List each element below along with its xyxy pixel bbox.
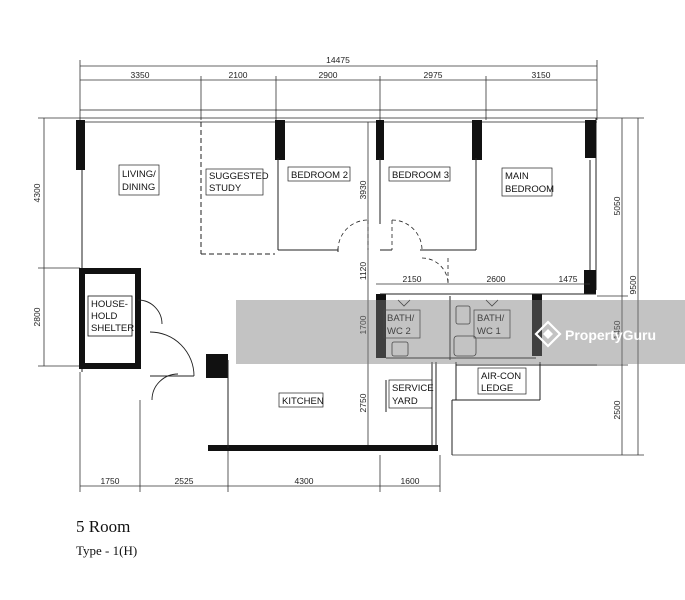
dim-top-5: 3150 bbox=[532, 70, 551, 80]
kitchen-label-box bbox=[278, 392, 324, 408]
right-dimensions bbox=[452, 117, 644, 456]
dim-inner-3930: 3930 bbox=[358, 180, 368, 199]
entrance-door bbox=[137, 299, 195, 401]
dim-left-2: 2800 bbox=[32, 307, 42, 326]
dim-inner-2750: 2750 bbox=[358, 393, 368, 412]
bath1-label-1: BATH/ bbox=[477, 313, 505, 324]
kitchen-label: KITCHEN bbox=[282, 396, 324, 407]
main-bedroom-label-1: MAIN bbox=[505, 171, 529, 182]
bath1-label-box bbox=[473, 309, 511, 339]
top-dimensions bbox=[79, 60, 598, 120]
main-bedroom-label-2: BEDROOM bbox=[505, 184, 554, 195]
dim-right-2: 9500 bbox=[628, 275, 638, 294]
dim-bottom-4: 1600 bbox=[401, 476, 420, 486]
plan-subtitle: Type - 1(H) bbox=[76, 543, 138, 558]
living-label-1: LIVING/ bbox=[122, 169, 156, 180]
shelter-label-2: HOLD bbox=[91, 311, 118, 322]
living-label-box bbox=[118, 164, 160, 196]
dim-top-3: 2900 bbox=[319, 70, 338, 80]
dim-inner-2150: 2150 bbox=[403, 274, 422, 284]
bath-fixtures bbox=[391, 299, 499, 357]
inner-dimensions bbox=[367, 122, 590, 445]
dim-inner-1700: 1700 bbox=[358, 315, 368, 334]
service-yard-label-2: YARD bbox=[392, 396, 418, 407]
study-dashed-partition bbox=[200, 122, 275, 255]
bath2-label-1: BATH/ bbox=[387, 313, 415, 324]
service-yard-label-box bbox=[388, 379, 433, 409]
service-yard-label-1: SERVICE bbox=[392, 383, 434, 394]
left-dimensions bbox=[38, 117, 80, 367]
plan-title: 5 Room bbox=[76, 517, 131, 536]
bath1-label-2: WC 1 bbox=[477, 326, 501, 337]
aircon-ledge-label-box bbox=[477, 367, 527, 395]
dim-bottom-2: 2525 bbox=[175, 476, 194, 486]
dim-right-4: 2500 bbox=[612, 400, 622, 419]
shelter-label-3: SHELTER bbox=[91, 323, 134, 334]
living-label-2: DINING bbox=[122, 182, 155, 193]
shelter-label-1: HOUSE- bbox=[91, 299, 128, 310]
bedroom3-label: BEDROOM 3 bbox=[392, 170, 449, 181]
door-swings bbox=[337, 219, 449, 285]
bedroom3-label-box bbox=[388, 166, 451, 182]
dim-top-total: 14475 bbox=[326, 55, 350, 65]
wall-posts bbox=[76, 120, 596, 451]
dim-top-1: 3350 bbox=[131, 70, 150, 80]
dim-bottom-1: 1750 bbox=[101, 476, 120, 486]
aircon-ledge-label-1: AIR-CON bbox=[481, 371, 521, 382]
study-label-1: SUGGESTED bbox=[209, 171, 269, 182]
study-label-2: STUDY bbox=[209, 183, 242, 194]
dim-inner-1120: 1120 bbox=[358, 262, 368, 281]
internal-walls bbox=[227, 158, 597, 455]
dim-left-1: 4300 bbox=[32, 183, 42, 202]
study-label-box bbox=[205, 168, 264, 196]
dim-bottom-3: 4300 bbox=[295, 476, 314, 486]
propertyguru-logo-icon bbox=[534, 320, 562, 348]
bedroom2-label: BEDROOM 2 bbox=[291, 170, 348, 181]
dim-top-4: 2975 bbox=[424, 70, 443, 80]
bottom-dimensions bbox=[79, 360, 441, 492]
watermark-text: PropertyGuru bbox=[565, 327, 656, 343]
aircon-ledge-label-2: LEDGE bbox=[481, 383, 513, 394]
dim-inner-1475: 1475 bbox=[559, 274, 578, 284]
dim-right-3: 1450 bbox=[612, 320, 622, 339]
dim-inner-2600: 2600 bbox=[487, 274, 506, 284]
watermark: PropertyGuru bbox=[236, 300, 685, 364]
main-bedroom-label-box bbox=[501, 167, 553, 197]
household-shelter bbox=[79, 268, 141, 369]
dim-top-2: 2100 bbox=[229, 70, 248, 80]
bedroom2-label-box bbox=[287, 166, 351, 182]
bath2-label-2: WC 2 bbox=[387, 326, 411, 337]
dim-right-1: 5050 bbox=[612, 196, 622, 215]
window-band-top bbox=[80, 109, 597, 123]
bath2-label-box bbox=[383, 309, 421, 339]
